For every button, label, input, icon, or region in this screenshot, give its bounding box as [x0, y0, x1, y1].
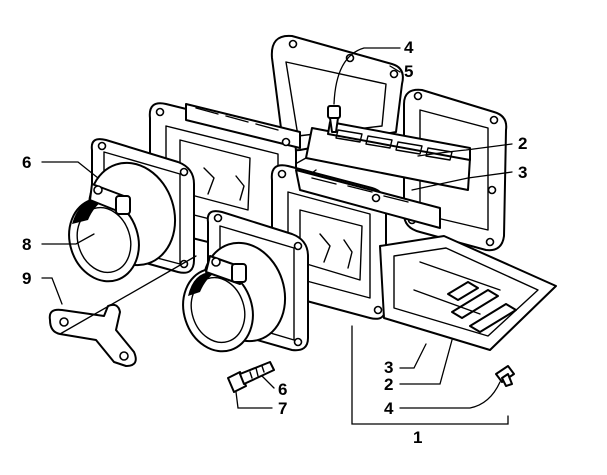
callout-9: 9 [22, 269, 31, 288]
bracket-part-9 [48, 303, 137, 367]
callout-3-bottom: 3 [384, 358, 393, 377]
callout-6-bottom: 6 [278, 380, 287, 399]
callout-2-top: 2 [518, 134, 527, 153]
bolt-part-7 [227, 361, 275, 393]
right-intake-boot [182, 241, 287, 353]
lower-reed-assembly [379, 235, 557, 351]
callout-3-top: 3 [518, 163, 527, 182]
callout-5: 5 [404, 62, 413, 81]
callout-4-top: 4 [404, 38, 414, 57]
screw-part-4-top [327, 105, 341, 133]
leader-lines [41, 47, 513, 425]
callout-4-bottom: 4 [384, 399, 394, 418]
callout-2-bottom: 2 [384, 375, 393, 394]
callout-1: 1 [413, 428, 422, 447]
callout-6-left: 6 [22, 153, 31, 172]
upper-reed-assembly [287, 121, 471, 191]
callout-numbers: 4 5 2 3 6 8 9 3 2 6 4 7 1 [22, 38, 527, 447]
callout-8: 8 [22, 235, 31, 254]
callout-7: 7 [278, 399, 287, 418]
left-intake-boot [68, 161, 177, 283]
screw-part-4-bottom [495, 365, 515, 387]
